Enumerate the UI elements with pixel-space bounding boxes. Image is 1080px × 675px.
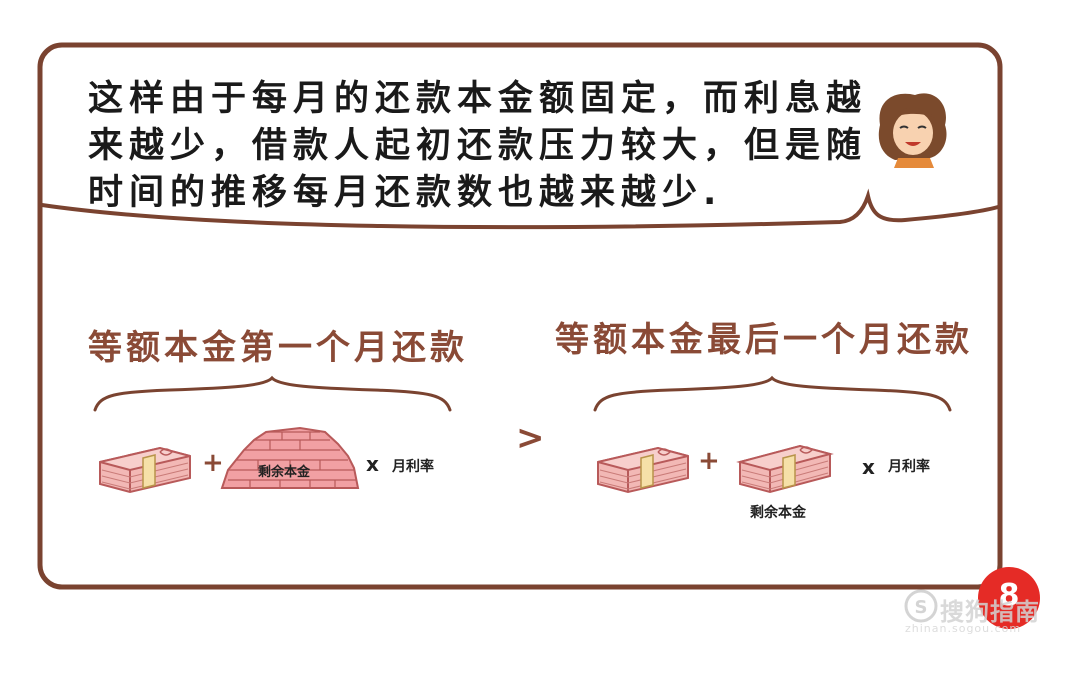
bubble-line-1: 这样由于每月的还款本金额固定，而利息越 bbox=[88, 79, 868, 119]
money-stack-icon bbox=[736, 444, 834, 494]
character-avatar bbox=[878, 93, 947, 168]
left-brace bbox=[93, 375, 452, 412]
right-rate-label: 月利率 bbox=[888, 459, 930, 475]
page-badge-number: 8 bbox=[998, 578, 1020, 613]
bubble-line-3: 时间的推移每月还款数也越来越少. bbox=[88, 173, 723, 213]
comparison-symbol: > bbox=[516, 418, 545, 458]
left-plus: + bbox=[202, 448, 224, 478]
right-brace bbox=[593, 375, 952, 412]
brick-pyramid-icon bbox=[220, 426, 360, 489]
money-stack-icon bbox=[597, 446, 689, 494]
left-times: x bbox=[366, 452, 379, 476]
right-times: x bbox=[862, 455, 875, 479]
right-stack-label: 剩余本金 bbox=[750, 505, 806, 521]
money-stack-icon bbox=[99, 446, 191, 494]
speech-bubble-text: 这样由于每月的还款本金额固定，而利息越 来越少，借款人起初还款压力较大，但是随 … bbox=[88, 76, 868, 217]
speech-bubble-edge bbox=[40, 188, 1000, 230]
left-rate-label: 月利率 bbox=[392, 459, 434, 475]
left-title: 等额本金第一个月还款 bbox=[88, 328, 468, 368]
bubble-line-2: 来越少，借款人起初还款压力较大，但是随 bbox=[88, 126, 868, 166]
watermark-logo-icon bbox=[904, 589, 938, 623]
watermark-logo-letter: S bbox=[915, 597, 928, 618]
watermark-text: 搜狗指南 bbox=[940, 598, 1040, 626]
left-pile-label: 剩余本金 bbox=[258, 465, 311, 480]
page-badge bbox=[978, 567, 1040, 629]
watermark-url: zhinan.sogou.com bbox=[905, 622, 1022, 635]
right-plus: + bbox=[698, 446, 720, 476]
right-title: 等额本金最后一个月还款 bbox=[555, 320, 973, 360]
